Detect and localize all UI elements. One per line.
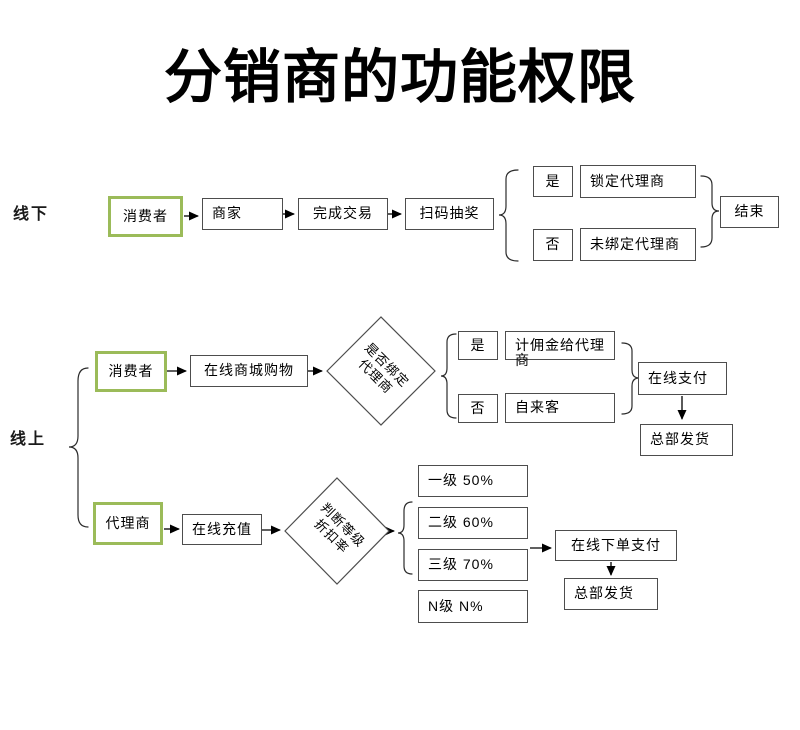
online-split-brace xyxy=(68,367,89,528)
levels-open-brace xyxy=(397,501,413,575)
offline-locked-agent-node: 锁定代理商 xyxy=(580,165,696,198)
online-recharge-node: 在线充值 xyxy=(182,514,262,545)
consumer-flow-open-brace xyxy=(440,333,457,419)
online-walkin-node: 自来客 xyxy=(505,393,615,423)
offline-flow-label: 线下 xyxy=(13,206,50,223)
online-order-pay-node: 在线下单支付 xyxy=(555,530,677,561)
offline-open-brace xyxy=(498,169,519,262)
consumer-flow-close-brace xyxy=(621,342,640,415)
online-consumer-node: 消费者 xyxy=(95,351,167,392)
offline-no-node: 否 xyxy=(533,229,573,261)
offline-merchant-node: 商家 xyxy=(202,198,283,230)
page-title: 分销商的功能权限 xyxy=(163,45,636,110)
online-agent-node: 代理商 xyxy=(93,502,163,545)
offline-yes-node: 是 xyxy=(533,166,573,197)
online-no-node: 否 xyxy=(458,394,498,423)
offline-consumer-node: 消费者 xyxy=(108,196,183,237)
decision-diamond-level-discount xyxy=(284,477,390,585)
offline-end-node: 结束 xyxy=(720,196,779,228)
online-flow-label: 线上 xyxy=(10,431,47,448)
level-3-node: 三级 70% xyxy=(418,549,528,581)
online-hq-ship-node-2: 总部发货 xyxy=(564,578,658,610)
flow-arrows xyxy=(164,209,687,576)
level-1-node: 一级 50% xyxy=(418,465,528,497)
decision-diamond-bind-agent xyxy=(326,316,436,426)
offline-close-brace xyxy=(700,175,720,248)
offline-unbound-agent-node: 未绑定代理商 xyxy=(580,228,696,261)
level-2-node: 二级 60% xyxy=(418,507,528,539)
online-yes-node: 是 xyxy=(458,331,498,360)
online-pay-node: 在线支付 xyxy=(638,362,727,395)
online-commission-node: 计佣金给代理商 xyxy=(505,331,615,368)
offline-complete-deal-node: 完成交易 xyxy=(298,198,388,230)
brace-shapes xyxy=(68,169,720,575)
decision-diamonds xyxy=(284,316,436,585)
online-shop-node: 在线商城购物 xyxy=(190,355,308,387)
offline-scan-lottery-node: 扫码抽奖 xyxy=(405,198,494,230)
online-hq-ship-node: 总部发货 xyxy=(640,424,733,456)
level-n-node: N级 N% xyxy=(418,590,528,623)
